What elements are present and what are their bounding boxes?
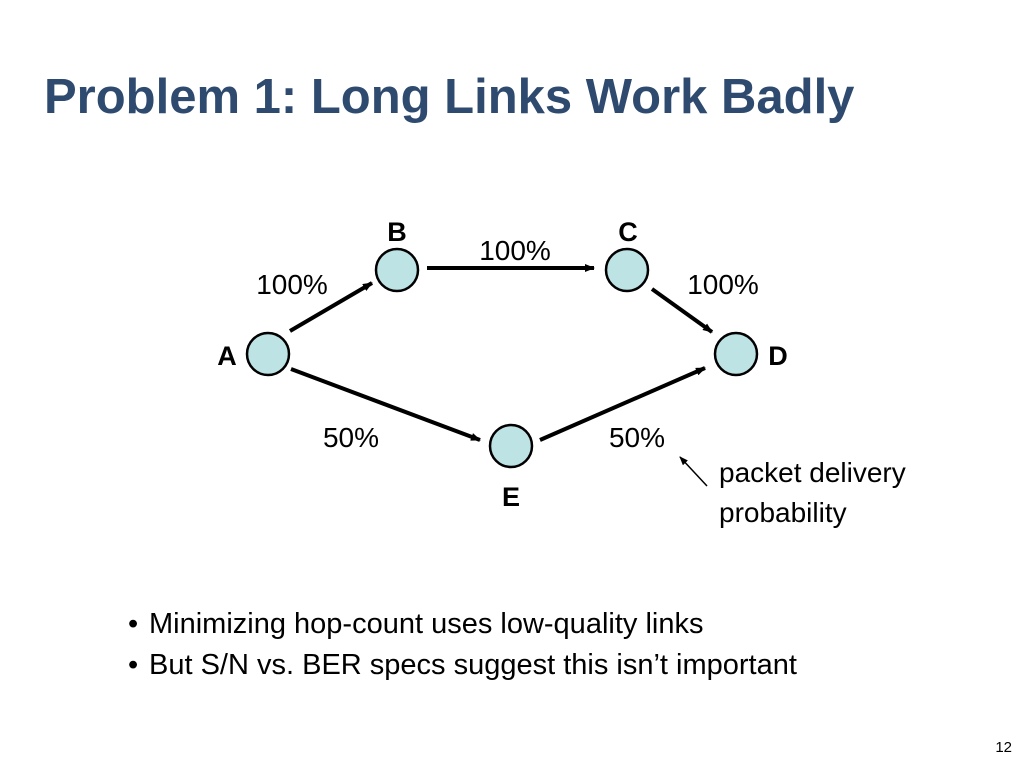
node-label-b: B xyxy=(387,217,407,247)
edge-label-c-d: 100% xyxy=(687,269,759,300)
bullet-item: • But S/N vs. BER specs suggest this isn’… xyxy=(128,645,797,686)
annotation-line-1: packet delivery xyxy=(719,457,906,488)
edge-label-b-c: 100% xyxy=(479,235,551,266)
bullet-text: But S/N vs. BER specs suggest this isn’t… xyxy=(149,649,797,681)
bullet-dot: • xyxy=(128,649,139,681)
bullet-item: • Minimizing hop-count uses low-quality l… xyxy=(128,604,797,645)
edge-e-d xyxy=(539,366,706,442)
node-c xyxy=(604,247,650,293)
node-label-c: C xyxy=(618,217,638,247)
node-label-d: D xyxy=(768,341,788,371)
node-e xyxy=(488,423,534,469)
node-a xyxy=(245,331,291,377)
edge-label-e-d: 50% xyxy=(609,422,665,453)
edge-a-e xyxy=(290,367,481,442)
node-d xyxy=(713,331,759,377)
bullet-list: • Minimizing hop-count uses low-quality l… xyxy=(128,604,797,686)
edge-label-a-e: 50% xyxy=(323,422,379,453)
bullet-text: Minimizing hop-count uses low-quality li… xyxy=(149,608,704,640)
slide-title: Problem 1: Long Links Work Badly xyxy=(44,70,855,124)
edge-a-b xyxy=(288,281,374,333)
edge-c-d xyxy=(650,287,714,334)
bullet-dot: • xyxy=(128,608,139,640)
node-b xyxy=(374,247,420,293)
node-label-e: E xyxy=(502,482,520,512)
annotation-line-2: probability xyxy=(719,497,847,528)
edge-label-a-b: 100% xyxy=(256,269,328,300)
annotation-pointer-arrow xyxy=(679,456,708,487)
node-label-a: A xyxy=(217,341,237,371)
page-number: 12 xyxy=(995,739,1012,756)
